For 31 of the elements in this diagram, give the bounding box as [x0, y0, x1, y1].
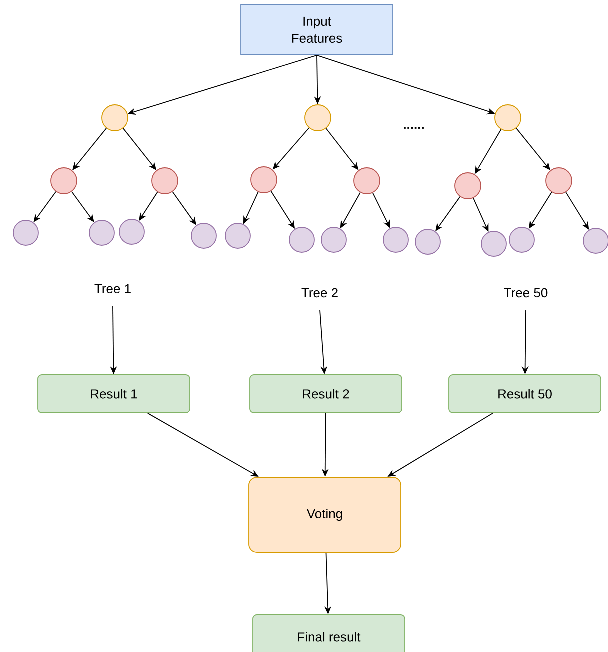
leaf-node-circle	[481, 231, 507, 257]
split-node-circle	[546, 168, 572, 194]
leaf-node-circle	[13, 220, 39, 246]
root-node-circle	[494, 104, 522, 132]
result-box: Result 50	[448, 374, 602, 414]
split-node-circle	[250, 166, 278, 194]
leaf-node-circle	[191, 223, 217, 249]
leaf-node-circle	[583, 228, 608, 254]
leaf-node-circle	[225, 223, 251, 249]
split-node-circle	[50, 168, 78, 194]
leaf-node-circle	[89, 220, 115, 246]
leaf-node-circle	[119, 219, 145, 245]
leaf-node-circle	[383, 227, 409, 253]
tree-label: Tree 50	[504, 288, 548, 298]
tree-label: Tree 1	[94, 284, 131, 294]
root-node-circle	[102, 104, 128, 132]
root-node-circle	[304, 104, 332, 132]
leaf-node-circle	[415, 229, 441, 255]
ellipsis-dots: ......	[404, 127, 424, 129]
tree-label: Tree 2	[302, 288, 338, 298]
result-box: Final result	[252, 614, 406, 652]
leaf-node-circle	[289, 227, 315, 253]
voting-box: Voting	[248, 477, 402, 553]
input-box: Input Features	[240, 4, 394, 56]
leaf-node-circle	[509, 227, 535, 253]
leaf-node-circle	[321, 227, 347, 253]
split-node-circle	[354, 168, 380, 194]
split-node-circle	[454, 172, 482, 200]
split-node-circle	[152, 168, 178, 194]
result-box: Result 1	[38, 374, 190, 414]
result-box: Result 2	[250, 374, 402, 414]
